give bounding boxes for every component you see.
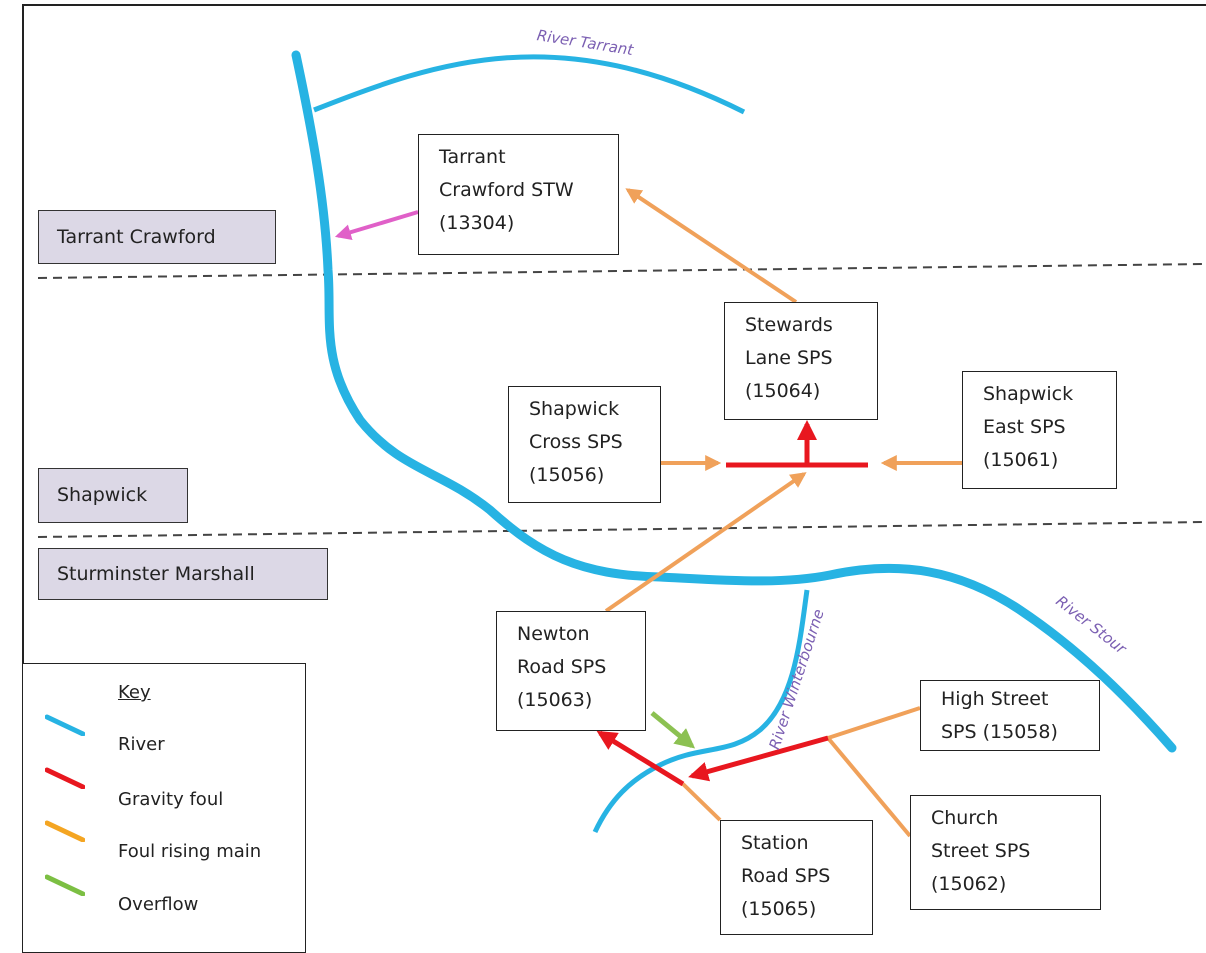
boundary-line-shapwick-sturminster <box>37 521 1206 538</box>
key-label-gravity-foul: Gravity foul <box>118 789 224 810</box>
frame-left-edge <box>22 4 24 951</box>
river-tarrant-line <box>313 54 746 115</box>
key-swatch-river <box>45 714 85 736</box>
gravity-foul-high-street <box>688 735 829 782</box>
key-swatch-rising-main <box>45 820 85 842</box>
key-swatch-gravity-foul <box>45 767 85 789</box>
node-church-street-sps: Church Street SPS (15062) <box>910 795 1101 910</box>
key-title: Key <box>118 682 151 703</box>
node-shapwick-cross-sps: Shapwick Cross SPS (15056) <box>508 386 661 503</box>
rising-main-stewards-to-stw <box>625 188 798 304</box>
node-newton-road-sps: Newton Road SPS (15063) <box>496 611 646 731</box>
node-high-street-sps: High Street SPS (15058) <box>920 680 1100 751</box>
frame-top-edge <box>22 4 1206 6</box>
area-label-shapwick: Shapwick <box>38 468 188 523</box>
node-stewards-lane-sps: Stewards Lane SPS (15064) <box>724 302 878 420</box>
rising-main-church-street <box>826 736 912 838</box>
rising-main-high-street <box>827 706 921 740</box>
rising-main-newton-road <box>604 472 807 613</box>
key-label-overflow: Overflow <box>118 894 199 915</box>
rising-main-station-road <box>681 782 722 822</box>
outfall-arrow <box>334 210 419 240</box>
node-shapwick-east-sps: Shapwick East SPS (15061) <box>962 371 1117 489</box>
key-legend: Key River Gravity foul Foul rising main … <box>22 663 306 953</box>
area-label-tarrant-crawford: Tarrant Crawford <box>38 210 276 264</box>
boundary-line-tarrant-shapwick <box>37 263 1206 279</box>
river-winterbourne-line <box>592 589 810 834</box>
key-label-river: River <box>118 734 165 755</box>
area-label-sturminster-marshall: Sturminster Marshall <box>38 548 328 600</box>
river-main-line <box>291 50 1177 753</box>
node-station-road-sps: Station Road SPS (15065) <box>720 820 873 935</box>
key-label-rising-main: Foul rising main <box>118 841 262 862</box>
node-tarrant-crawford-stw: Tarrant Crawford STW (13304) <box>418 134 619 255</box>
gravity-foul-to-newton-road <box>596 730 685 787</box>
overflow-newton-road <box>650 711 696 749</box>
key-swatch-overflow <box>45 874 85 896</box>
